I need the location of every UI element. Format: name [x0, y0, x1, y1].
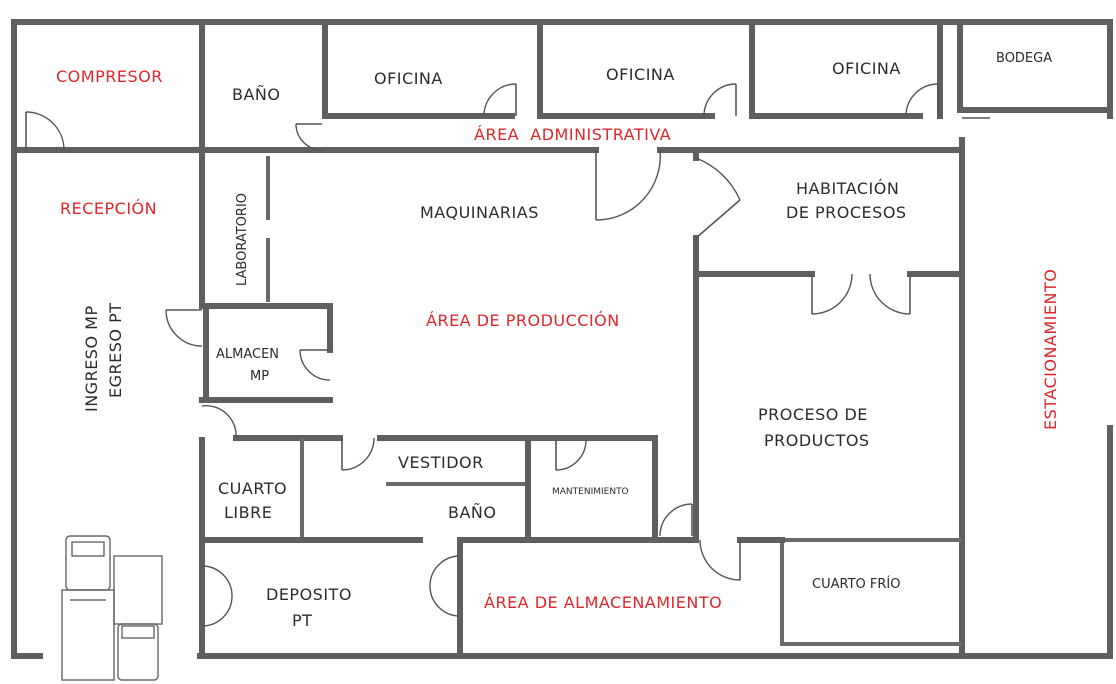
label-ingreso: INGRESO MP	[82, 305, 101, 412]
label-vestidor: VESTIDOR	[398, 453, 484, 472]
label-deposito-2: PT	[292, 611, 312, 630]
label-laboratorio: LABORATORIO	[235, 193, 250, 286]
label-cuarto-frio: CUARTO FRÍO	[812, 576, 900, 592]
label-egreso: EGRESO PT	[106, 303, 125, 399]
walls	[11, 19, 1113, 659]
truck-icon	[113, 555, 163, 681]
label-almacen-1: ALMACEN	[216, 347, 279, 362]
label-estacionamiento: ESTACIONAMIENTO	[1041, 269, 1060, 430]
label-bano-top: BAÑO	[232, 85, 280, 104]
label-cuarto-libre-1: CUARTO	[218, 479, 287, 498]
label-habitacion-2: DE PROCESOS	[786, 203, 907, 222]
label-compresor: COMPRESOR	[56, 67, 163, 86]
label-oficina-2: OFICINA	[606, 65, 675, 84]
label-proceso-2: PRODUCTOS	[764, 431, 870, 450]
label-recepcion: RECEPCIÓN	[60, 199, 157, 218]
label-oficina-3: OFICINA	[832, 59, 901, 78]
label-maquinarias: MAQUINARIAS	[420, 203, 539, 222]
label-oficina-1: OFICINA	[374, 69, 443, 88]
label-area-administrativa: ÁREA ADMINISTRATIVA	[474, 125, 671, 144]
label-cuarto-libre-2: LIBRE	[224, 503, 272, 522]
label-area-produccion: ÁREA DE PRODUCCIÓN	[426, 311, 620, 330]
label-mantenimiento: MANTENIMIENTO	[552, 487, 629, 497]
label-bano-bottom: BAÑO	[448, 503, 496, 522]
label-deposito-1: DEPOSITO	[266, 585, 352, 604]
label-almacen-2: MP	[250, 369, 269, 384]
label-bodega: BODEGA	[996, 51, 1052, 66]
label-proceso-1: PROCESO DE	[758, 405, 868, 424]
truck-icon	[61, 535, 115, 681]
label-habitacion-1: HABITACIÓN	[796, 179, 899, 198]
doors	[25, 83, 990, 627]
label-area-almacenamiento: ÁREA DE ALMACENAMIENTO	[484, 593, 722, 612]
